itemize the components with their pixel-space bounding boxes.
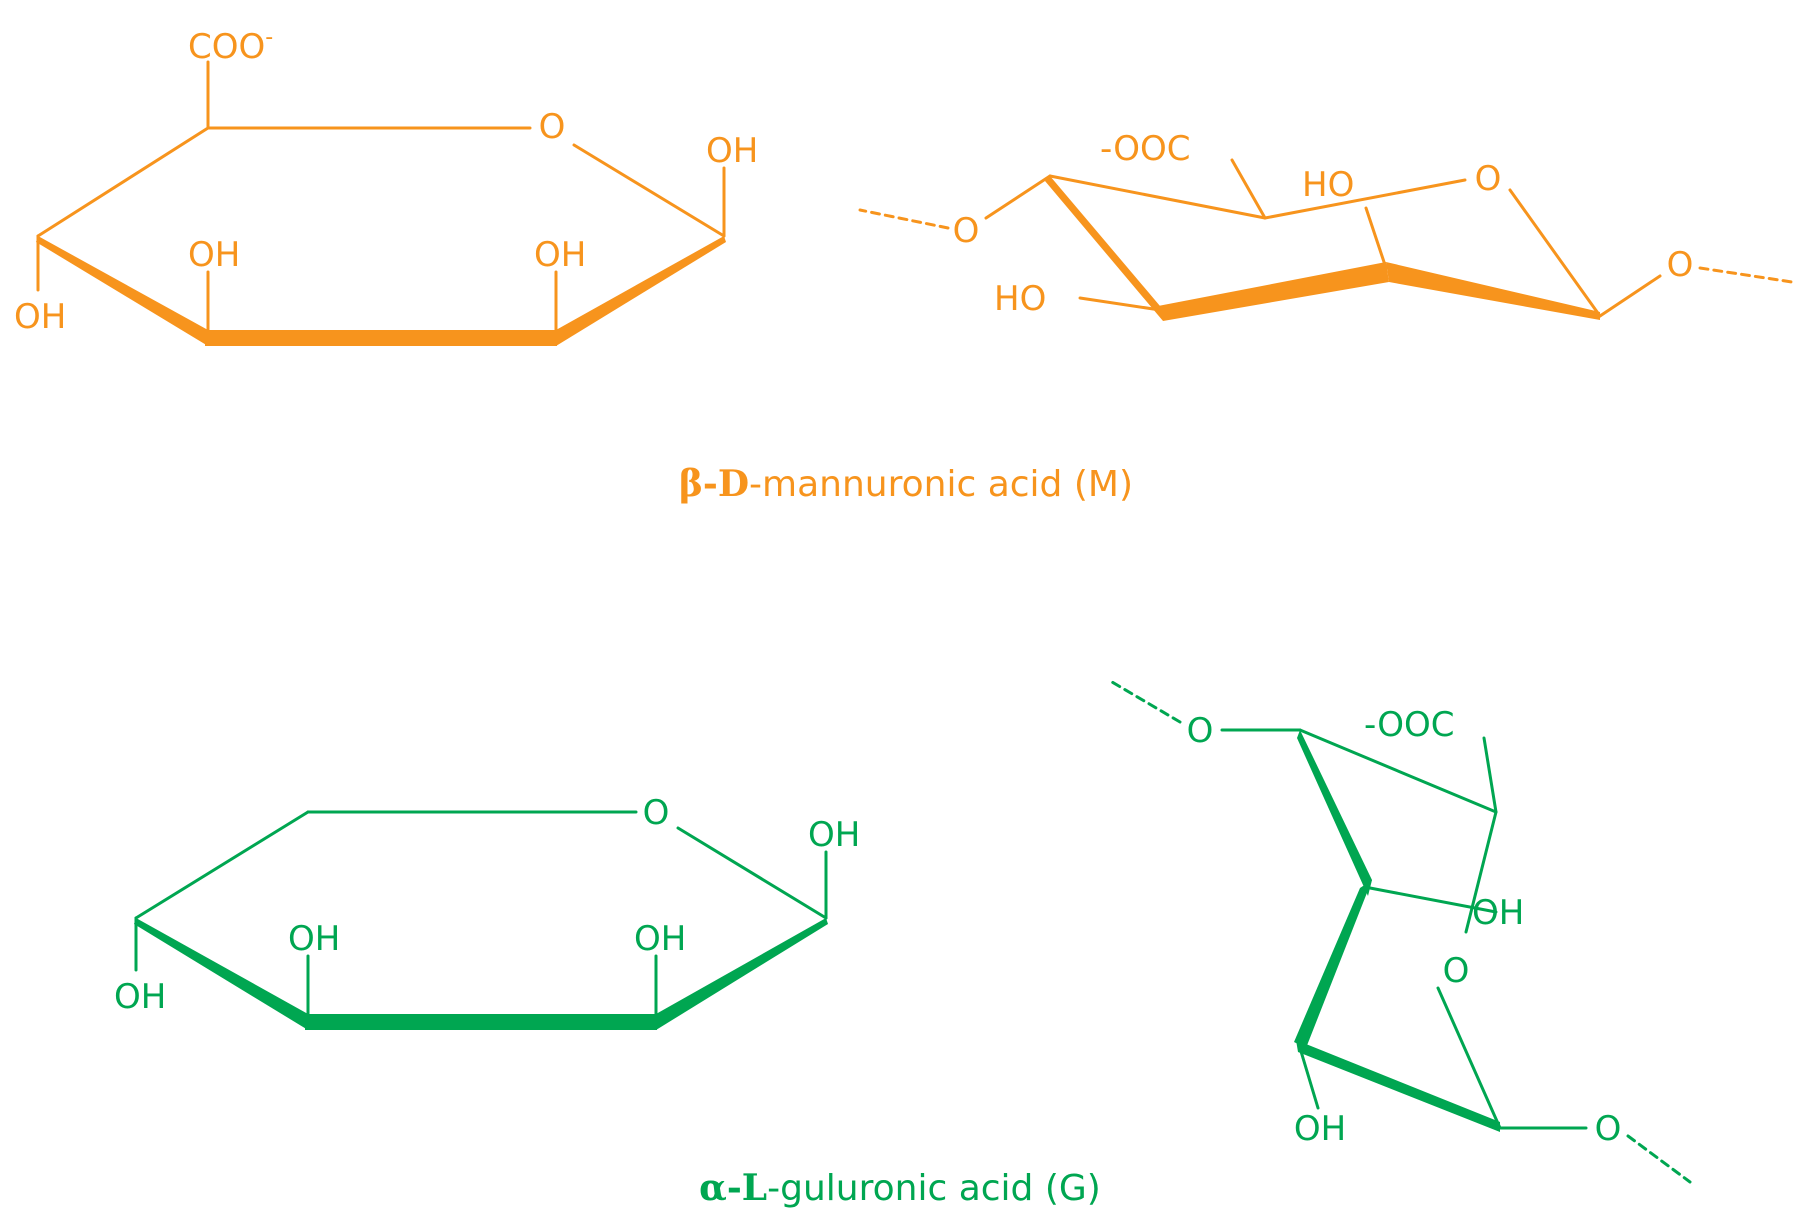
chair-ring-oxygen-label: O [1475, 159, 1502, 199]
guluronic-acid-structures [134, 680, 1692, 1184]
glycosidic-dashed-bond [858, 208, 950, 230]
glycosidic-oxygen-right-label: O [1667, 245, 1694, 285]
glycosidic-oxygen-top-label: O [1187, 711, 1214, 751]
glycosidic-dashed-bond [1626, 1134, 1692, 1184]
wedge-bond [1296, 1040, 1500, 1132]
ring-bond [134, 810, 310, 920]
c4-hydroxyl-label: OH [188, 235, 240, 275]
mannuronic-chair-conformation [858, 158, 1794, 321]
glycosidic-oxygen-left-label: O [953, 211, 980, 251]
mannuronic-acid-structures [36, 60, 1794, 346]
c4-hydroxyl-label: OH [288, 919, 340, 959]
chair-c3-hydroxyl-label: HO [994, 279, 1046, 319]
chair-ring-oxygen-label: O [1443, 951, 1470, 991]
ring-bond [1368, 886, 1498, 914]
wedge-bond [1297, 730, 1372, 896]
glycosidic-bond [984, 174, 1052, 220]
ring-bond [1436, 986, 1502, 1130]
substituent-bond [1482, 736, 1498, 814]
guluronic-caption: α-L-guluronic acid (G) [699, 1167, 1101, 1209]
chair-c2-hydroxyl-label: HO [1302, 165, 1354, 205]
ring-oxygen-label: O [643, 793, 670, 833]
c4-lower-hydroxyl-label: OH [14, 297, 66, 337]
chair-carboxylate-label: -OOC [1364, 705, 1454, 745]
glycosidic-bond [1598, 274, 1662, 318]
glycosidic-dashed-bond [1698, 266, 1794, 284]
mannuronic-caption: β-D-mannuronic acid (M) [679, 463, 1133, 505]
carboxylate-label: COO- [188, 25, 273, 67]
anomeric-hydroxyl-label: OH [706, 131, 758, 171]
bold-ring-bond [305, 1014, 657, 1030]
ring-bond [1298, 728, 1498, 814]
c4-lower-hydroxyl-label: OH [114, 977, 166, 1017]
c2-hydroxyl-label: OH [634, 919, 686, 959]
ring-oxygen-label: O [539, 107, 566, 147]
wedge-bond [1386, 262, 1600, 320]
wedge-bond [134, 918, 308, 1030]
ring-bond [1263, 178, 1467, 220]
c2-hydroxyl-label: OH [534, 235, 586, 275]
ring-bond [572, 143, 726, 238]
chair-carboxylate-label: -OOC [1100, 129, 1190, 169]
bold-ring-bond [1294, 880, 1372, 1048]
wedge-bond [556, 236, 726, 346]
ring-bond [676, 826, 828, 920]
guluronic-chair-conformation [1110, 680, 1692, 1184]
ring-bond [1048, 174, 1267, 220]
anomeric-hydroxyl-label: OH [808, 815, 860, 855]
ring-bond [36, 126, 210, 238]
wedge-bond [656, 918, 828, 1030]
glycosidic-oxygen-bottom-label: O [1595, 1109, 1622, 1149]
glycosidic-dashed-bond [1110, 680, 1182, 724]
mannuronic-haworth-projection [36, 60, 726, 346]
chair-c3-hydroxyl-label: OH [1294, 1109, 1346, 1149]
mannuronic-labels: COO- O OH OH OH OH -OOC O HO HO O O β-D-… [14, 25, 1693, 505]
substituent-bond [1298, 1046, 1320, 1110]
substituent-bond [1230, 158, 1267, 220]
substituent-bond [1364, 206, 1388, 270]
ring-bond [1464, 810, 1498, 934]
bold-ring-bond [205, 330, 557, 346]
wedge-bond [36, 236, 208, 346]
ring-bond [1508, 188, 1602, 318]
bold-ring-bond [1158, 262, 1389, 321]
substituent-bond [1078, 296, 1162, 312]
chair-c2-hydroxyl-label: OH [1472, 893, 1524, 933]
guluronic-labels: O OH OH OH OH -OOC O OH O OH O α-L-gulur… [114, 705, 1621, 1209]
wedge-bond [1045, 176, 1163, 321]
guluronic-haworth-projection [134, 810, 828, 1030]
